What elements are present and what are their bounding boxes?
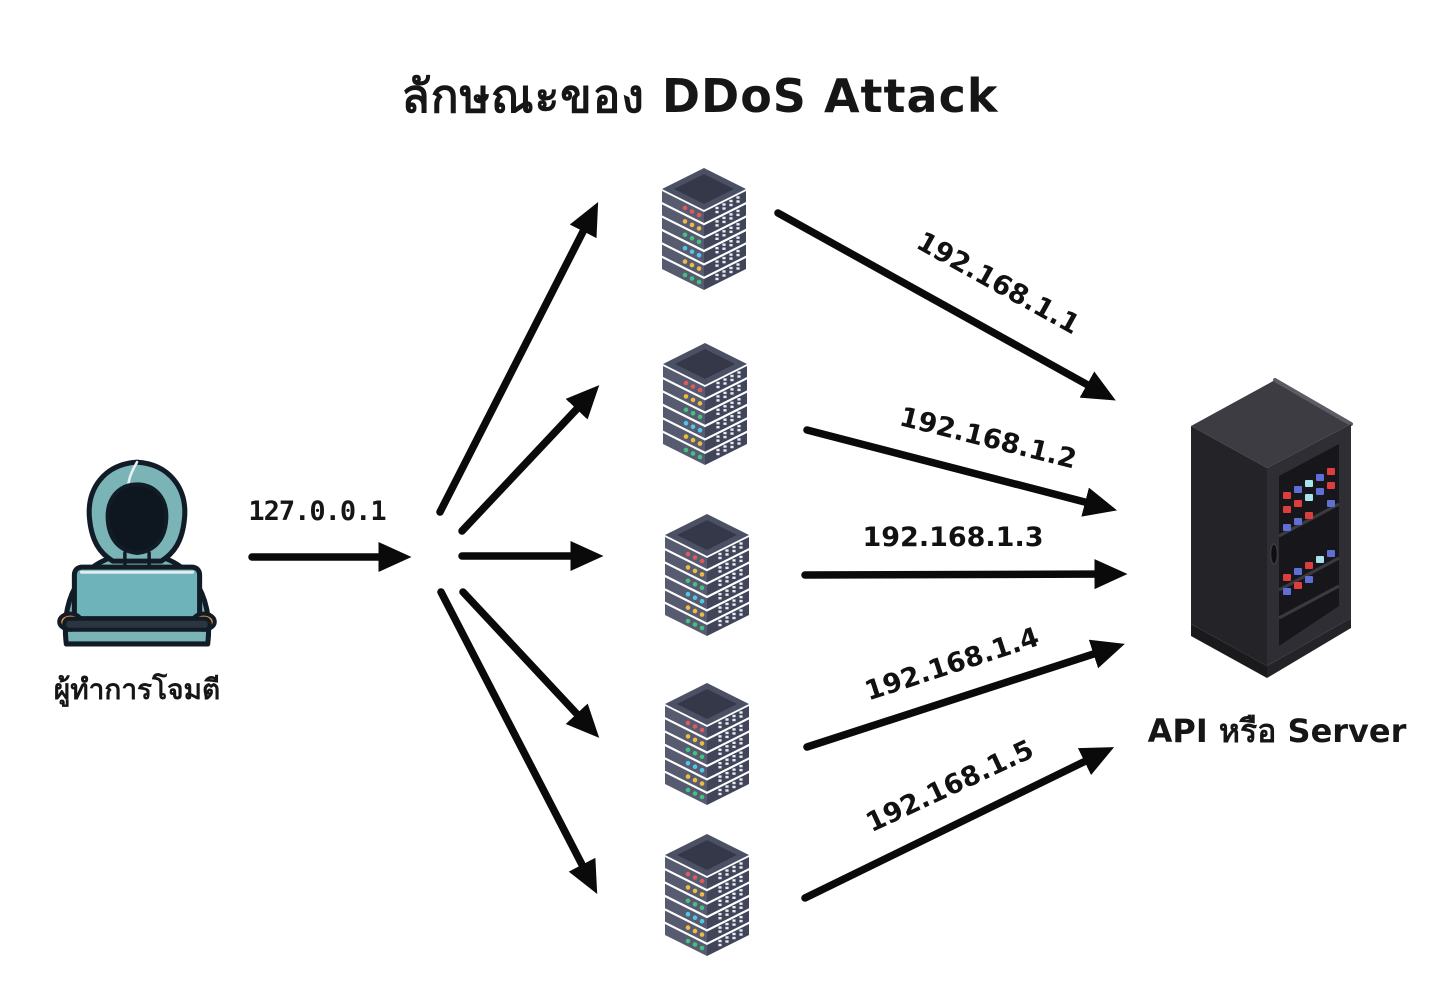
arrow-bot5-to-target bbox=[801, 747, 1115, 902]
target-label: API หรือ Server bbox=[1147, 712, 1407, 750]
botnet-server-icon-3 bbox=[663, 512, 751, 638]
botnet-server-icon-2 bbox=[661, 341, 749, 467]
arrow-bot3-to-target bbox=[801, 559, 1128, 590]
arrow-bot2-to-target bbox=[803, 426, 1118, 517]
attacker-illustration bbox=[36, 450, 238, 652]
attacker-ip-label: 127.0.0.1 bbox=[248, 496, 386, 527]
botnet-server-icon-5 bbox=[663, 832, 751, 958]
botnet-ip-label-3: 192.168.1.3 bbox=[862, 522, 1044, 553]
arrow-hub-to-bot-1 bbox=[436, 201, 599, 516]
arrow-hub-to-bot-2 bbox=[458, 385, 600, 535]
attacker-label: ผู้ทำการโจมตี bbox=[53, 673, 221, 706]
page-title: ลักษณะของ DDoS Attack bbox=[401, 69, 999, 123]
arrow-bot4-to-target bbox=[803, 639, 1125, 751]
arrow-bot1-to-target bbox=[774, 209, 1116, 401]
hacker-icon bbox=[57, 459, 217, 647]
botnet-server-icon-4 bbox=[663, 681, 751, 807]
botnet-server-icon-1 bbox=[660, 166, 748, 292]
arrow-hub-to-bot-4 bbox=[459, 588, 600, 738]
arrow-hub-to-bot-5 bbox=[437, 588, 598, 894]
target-server-icon bbox=[1183, 378, 1358, 688]
